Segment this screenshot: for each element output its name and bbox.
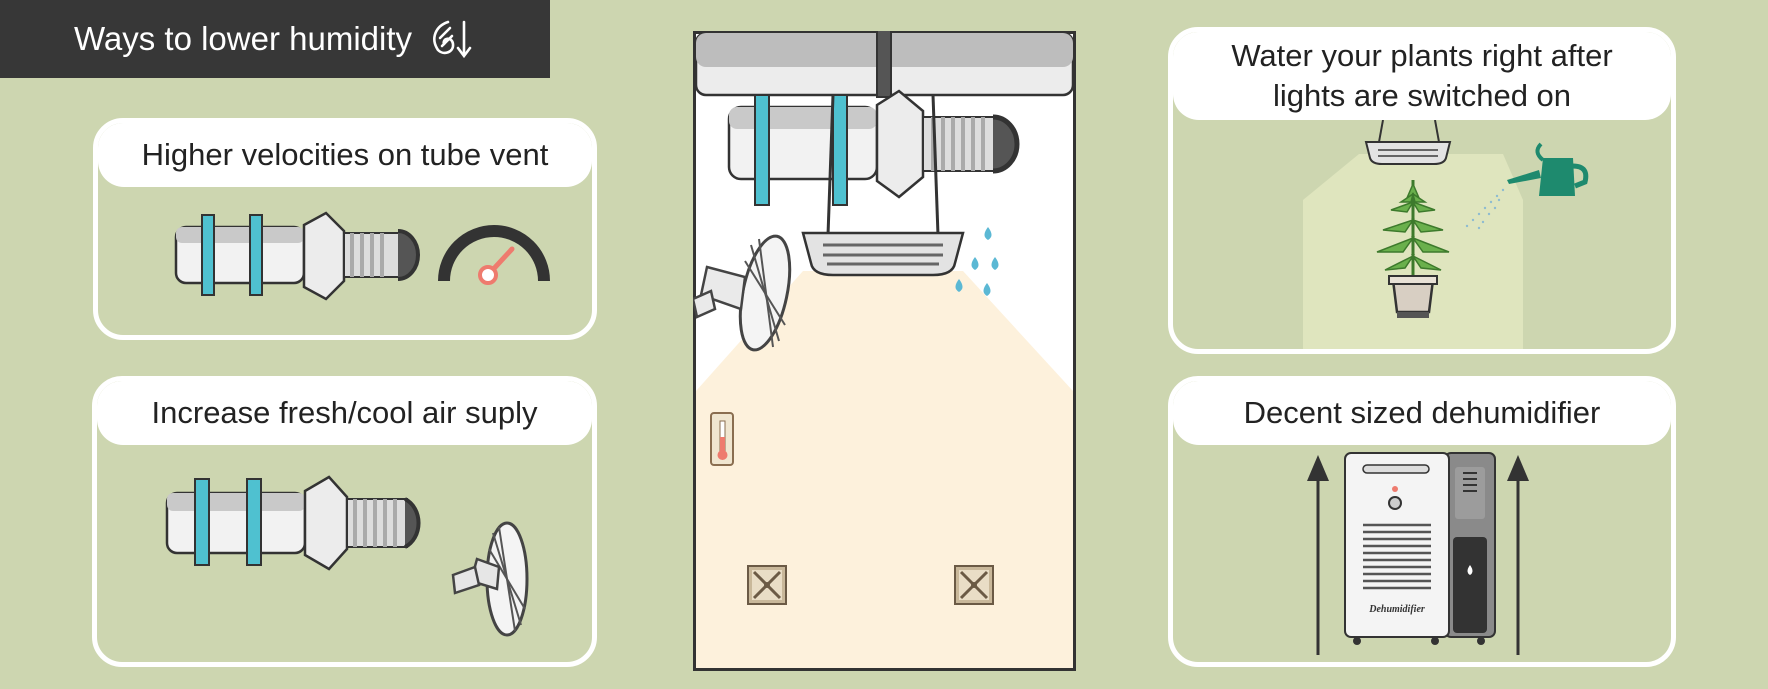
watering-illustration [1303, 120, 1589, 349]
humidity-down-icon [433, 20, 472, 59]
watering-can-icon [1465, 142, 1589, 230]
grow-light [1364, 141, 1452, 165]
inline-fan-icon [727, 89, 1020, 206]
floor-vent-icon [747, 565, 787, 605]
dehumidifier-label: Decent sized dehumidifier [1173, 381, 1671, 445]
watering-label-line2: lights are switched on [1272, 78, 1572, 113]
arrow-up-icon [1507, 455, 1529, 655]
water-drops-icon [955, 227, 999, 296]
clip-fan-icon [693, 234, 792, 352]
page-title: Ways to lower humidity [73, 20, 413, 57]
watering-label: Water your plants right after lights are… [1173, 32, 1671, 120]
plant-icon [1376, 180, 1450, 318]
device-brand: Dehumidifier [1368, 604, 1425, 615]
inline-fan-icon [174, 211, 420, 301]
thermometer-icon [710, 412, 734, 466]
fresh-air-label: Increase fresh/cool air suply [97, 381, 592, 445]
fresh-air-illustration [165, 475, 529, 637]
title-bar: Ways to lower humidity [0, 0, 550, 78]
velocity-card: Higher velocities on tube vent [93, 118, 597, 340]
watering-label-line1: Water your plants right after [1231, 38, 1613, 73]
fresh-air-card: Increase fresh/cool air suply [92, 376, 597, 667]
inline-fan-icon [165, 475, 421, 571]
velocity-label: Higher velocities on tube vent [98, 123, 592, 187]
hanger-strap [876, 31, 892, 98]
dehumidifier-card: Decent sized dehumidifier [1168, 376, 1676, 667]
dehumidifier-device: Dehumidifier [1344, 452, 1496, 645]
grow-tent [693, 31, 1076, 671]
dehumidifier-illustration: Dehumidifier [1307, 452, 1529, 655]
gauge-icon [438, 225, 550, 285]
arrow-up-icon [1307, 455, 1329, 655]
floor-vent-icon [954, 565, 994, 605]
watering-card: Water your plants right after lights are… [1168, 27, 1676, 354]
clip-fan-icon [451, 521, 529, 637]
grow-light [801, 231, 965, 277]
grow-tent-illustration [693, 31, 1076, 671]
velocity-illustration [174, 211, 550, 301]
